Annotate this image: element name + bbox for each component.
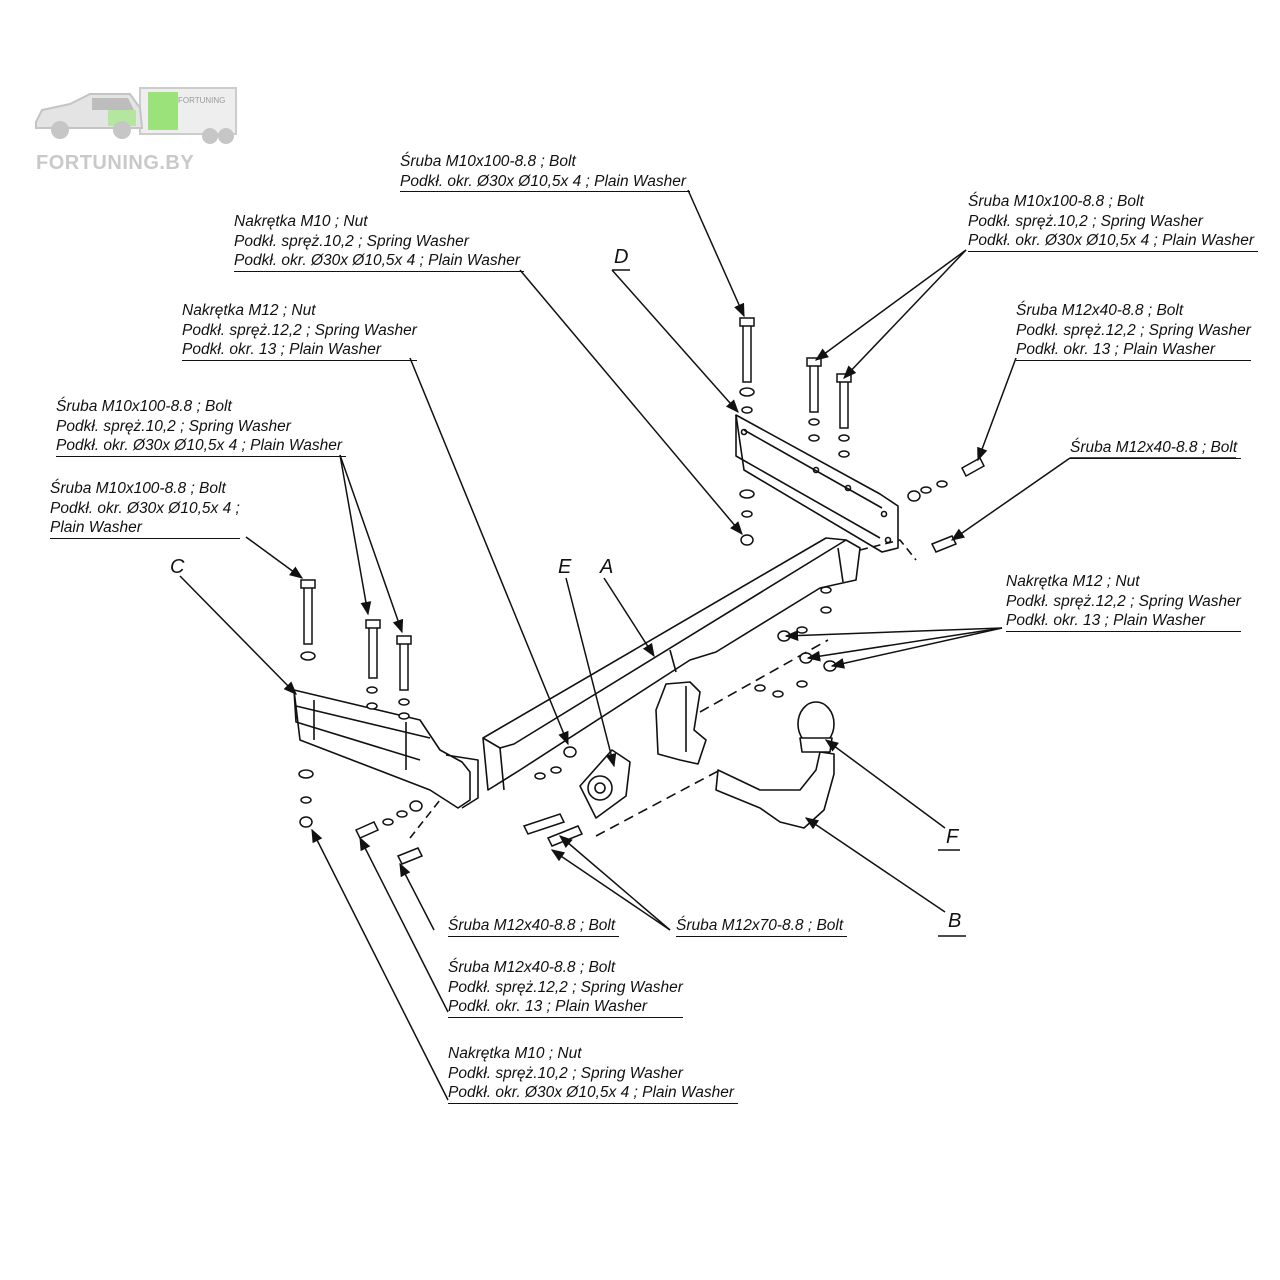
part-letter-e: E [558,556,572,578]
callout-nut-m12-left: Nakrętka M12 ; Nut Podkł. spręż.12,2 ; S… [182,301,417,361]
callout-line: Podkł. spręż.12,2 ; Spring Washer [1016,321,1251,339]
callout-line: Śruba M10x100-8.8 ; Bolt [50,480,226,497]
part-letter-f: F [946,826,959,848]
callout-line: Podkł. spręż.10,2 ; Spring Washer [56,417,291,435]
part-letter-a: A [600,556,614,578]
callout-line: Śruba M12x40-8.8 ; Bolt [448,916,620,937]
brand-watermark-text: FORTUNING.BY [36,152,195,174]
callout-line: Podkł. okr. Ø30x Ø10,5x 4 ; Plain Washer [448,1083,739,1104]
callout-line: Podkł. okr. 13 ; Plain Washer [182,340,417,361]
callout-line: Śruba M10x100-8.8 ; Bolt [400,153,576,170]
callout-line: Podkł. okr. 13 ; Plain Washer [1006,611,1241,632]
callout-line: Podkł. okr. Ø30x Ø10,5x 4 ; Plain Washer [56,436,347,457]
callout-line: Nakrętka M10 ; Nut [448,1045,582,1062]
callout-bolt-m12x40-bottom: Śruba M12x40-8.8 ; Bolt [448,916,620,937]
callout-bolt-m10-left-a: Śruba M10x100-8.8 ; Bolt Podkł. spręż.10… [56,397,347,457]
callout-line: Śruba M12x40-8.8 ; Bolt [448,959,616,976]
callout-line: Podkł. okr. Ø30x Ø10,5x 4 ; [50,499,240,517]
callout-line: Podkł. okr. Ø30x Ø10,5x 4 ; Plain Washer [234,251,525,272]
callout-bolt-m12x70-bottom: Śruba M12x70-8.8 ; Bolt [676,916,848,937]
callout-bolt-top-right: Śruba M10x100-8.8 ; Bolt Podkł. spręż.10… [968,192,1259,252]
callout-bolt-m12x40-bottom-set: Śruba M12x40-8.8 ; Bolt Podkł. spręż.12,… [448,958,683,1018]
callout-line: Nakrętka M12 ; Nut [182,302,316,319]
bolts-m10 [300,317,852,691]
callout-line: Plain Washer [50,518,240,539]
callout-line: Podkł. okr. 13 ; Plain Washer [1016,340,1251,361]
washers-and-nuts [298,387,948,828]
callout-bolt-top-center: Śruba M10x100-8.8 ; Bolt Podkł. okr. Ø30… [400,152,691,192]
callout-line: Śruba M12x40-8.8 ; Bolt [1070,438,1242,459]
callout-bolt-m10-left-b: Śruba M10x100-8.8 ; Bolt Podkł. okr. Ø30… [50,479,240,539]
callout-line: Podkł. spręż.12,2 ; Spring Washer [448,978,683,996]
part-letter-b: B [948,910,962,932]
callout-bolt-m12x40-single-right: Śruba M12x40-8.8 ; Bolt [1070,438,1242,459]
callout-line: Podkł. okr. Ø30x Ø10,5x 4 ; Plain Washer [400,172,691,192]
callout-line: Podkł. okr. 13 ; Plain Washer [448,997,683,1018]
callout-line: Śruba M10x100-8.8 ; Bolt [56,398,232,415]
leader-lines [179,189,1236,1101]
trailer-logo-text: FORTUNING [178,96,226,105]
callout-line: Śruba M10x100-8.8 ; Bolt [968,193,1144,210]
callout-line: Nakrętka M10 ; Nut [234,213,368,230]
callout-line: Śruba M12x70-8.8 ; Bolt [676,916,848,937]
callout-nut-m10-top: Nakrętka M10 ; Nut Podkł. spręż.10,2 ; S… [234,212,525,272]
callout-line: Podkł. okr. Ø30x Ø10,5x 4 ; Plain Washer [968,231,1259,252]
callout-line: Nakrętka M12 ; Nut [1006,573,1140,590]
part-letter-d: D [614,246,629,268]
part-letter-c: C [170,556,185,578]
brand-logo-car-trailer: FORTUNING [30,82,242,180]
callout-line: Podkł. spręż.10,2 ; Spring Washer [448,1064,683,1082]
callout-nut-m12-right: Nakrętka M12 ; Nut Podkł. spręż.12,2 ; S… [1006,572,1241,632]
callout-nut-m10-bottom: Nakrętka M10 ; Nut Podkł. spręż.10,2 ; S… [448,1044,739,1104]
callout-line: Podkł. spręż.12,2 ; Spring Washer [1006,592,1241,610]
callout-line: Śruba M12x40-8.8 ; Bolt [1016,302,1184,319]
callout-bolt-m12x40-right: Śruba M12x40-8.8 ; Bolt Podkł. spręż.12,… [1016,301,1251,361]
callout-line: Podkł. spręż.12,2 ; Spring Washer [182,321,417,339]
callout-line: Podkł. spręż.10,2 ; Spring Washer [234,232,469,250]
tow-bar-assembly [293,414,917,839]
callout-line: Podkł. spręż.10,2 ; Spring Washer [968,212,1203,230]
